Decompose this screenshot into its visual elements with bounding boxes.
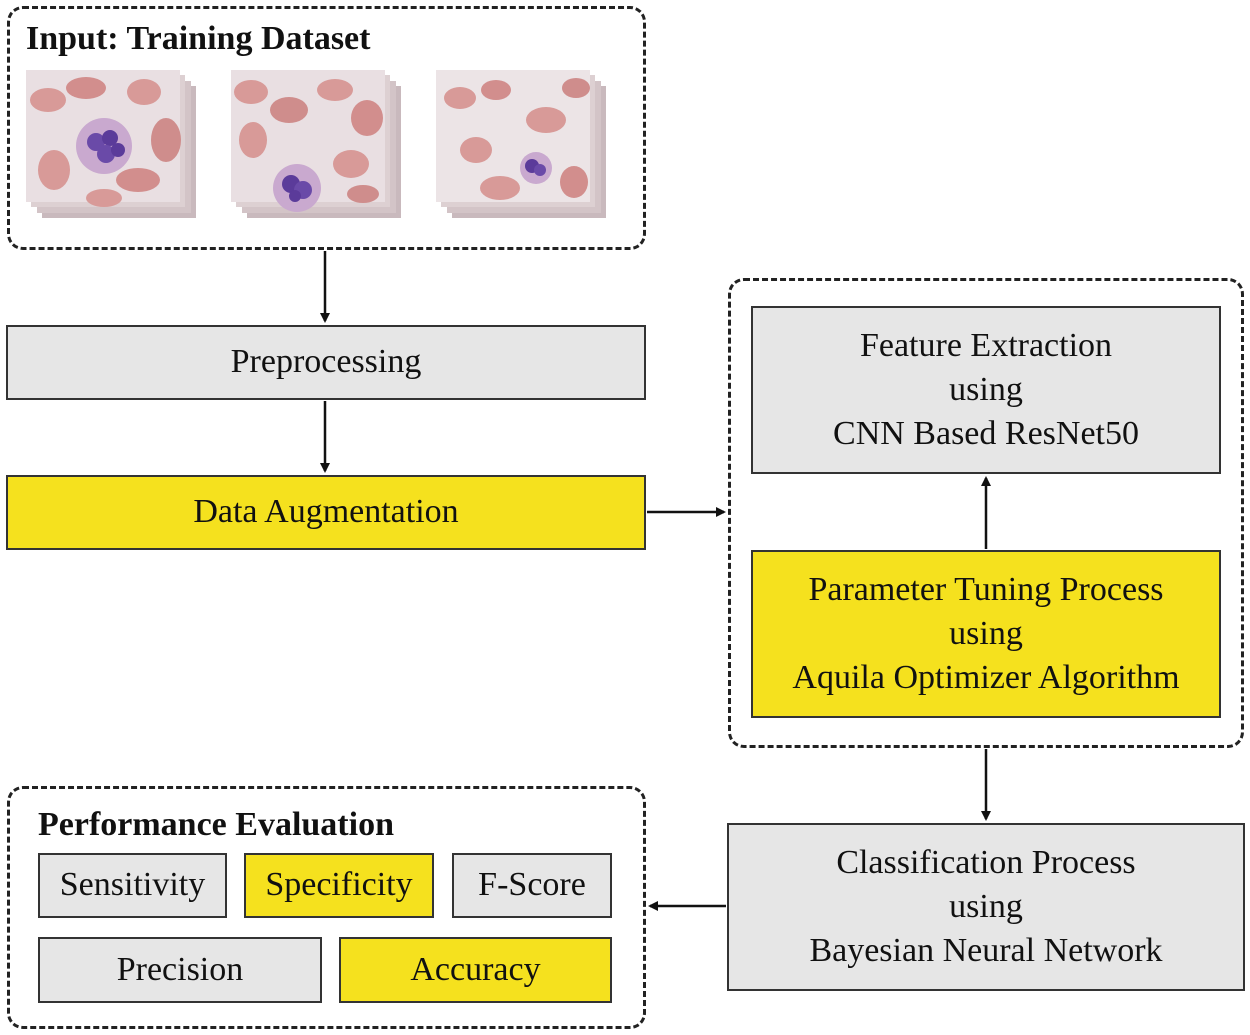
parameter-tuning-line-2: using xyxy=(949,614,1023,652)
metric-specificity-label: Specificity xyxy=(265,866,413,904)
metric-precision-label: Precision xyxy=(116,950,244,988)
classification-line-3: Bayesian Neural Network xyxy=(809,932,1163,970)
parameter-tuning-box: Parameter Tuning Process using Aquila Op… xyxy=(751,550,1221,718)
data-augmentation-label: Data Augmentation xyxy=(193,493,459,531)
feature-tuning-group xyxy=(728,278,1244,748)
feature-extraction-box: Feature Extraction using CNN Based ResNe… xyxy=(751,306,1221,474)
metric-accuracy-label: Accuracy xyxy=(410,950,541,988)
input-dataset-title: Input: Training Dataset xyxy=(26,20,371,57)
classification-box: Classification Process using Bayesian Ne… xyxy=(727,823,1245,991)
preprocessing-label: Preprocessing xyxy=(230,343,422,381)
preprocessing-box: Preprocessing xyxy=(6,325,646,400)
metric-precision: Precision xyxy=(38,937,322,1003)
feature-extraction-line-2: using xyxy=(949,370,1023,408)
classification-line-1: Classification Process xyxy=(836,843,1136,881)
blood-smear-image-2 xyxy=(231,70,401,218)
metric-sensitivity: Sensitivity xyxy=(38,853,227,918)
blood-smear-image-3 xyxy=(436,70,606,218)
feature-extraction-line-3: CNN Based ResNet50 xyxy=(833,415,1139,453)
feature-extraction-line-1: Feature Extraction xyxy=(859,326,1113,364)
data-augmentation-box: Data Augmentation xyxy=(6,475,646,550)
metric-accuracy: Accuracy xyxy=(339,937,612,1003)
metric-f-score-label: F-Score xyxy=(478,866,586,904)
performance-evaluation-group xyxy=(7,786,646,1029)
metric-specificity: Specificity xyxy=(244,853,434,918)
metric-f-score: F-Score xyxy=(452,853,612,918)
classification-line-2: using xyxy=(949,887,1023,925)
input-dataset-group xyxy=(7,6,646,250)
metric-sensitivity-label: Sensitivity xyxy=(59,866,206,904)
performance-evaluation-title: Performance Evaluation xyxy=(38,806,394,843)
parameter-tuning-line-3: Aquila Optimizer Algorithm xyxy=(792,659,1180,697)
blood-smear-image-1 xyxy=(26,70,196,218)
parameter-tuning-line-1: Parameter Tuning Process xyxy=(808,570,1164,608)
